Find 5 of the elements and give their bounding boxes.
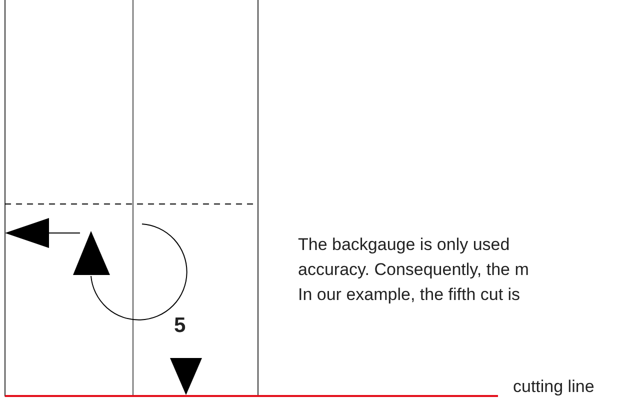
- cut-number: 5: [174, 314, 186, 338]
- description-text: In our example, the fifth cut is: [298, 285, 520, 305]
- line-label: cutting line: [513, 377, 594, 397]
- description-text: The backgauge is only used: [298, 235, 510, 255]
- description-text: accuracy. Consequently, the m: [298, 260, 529, 280]
